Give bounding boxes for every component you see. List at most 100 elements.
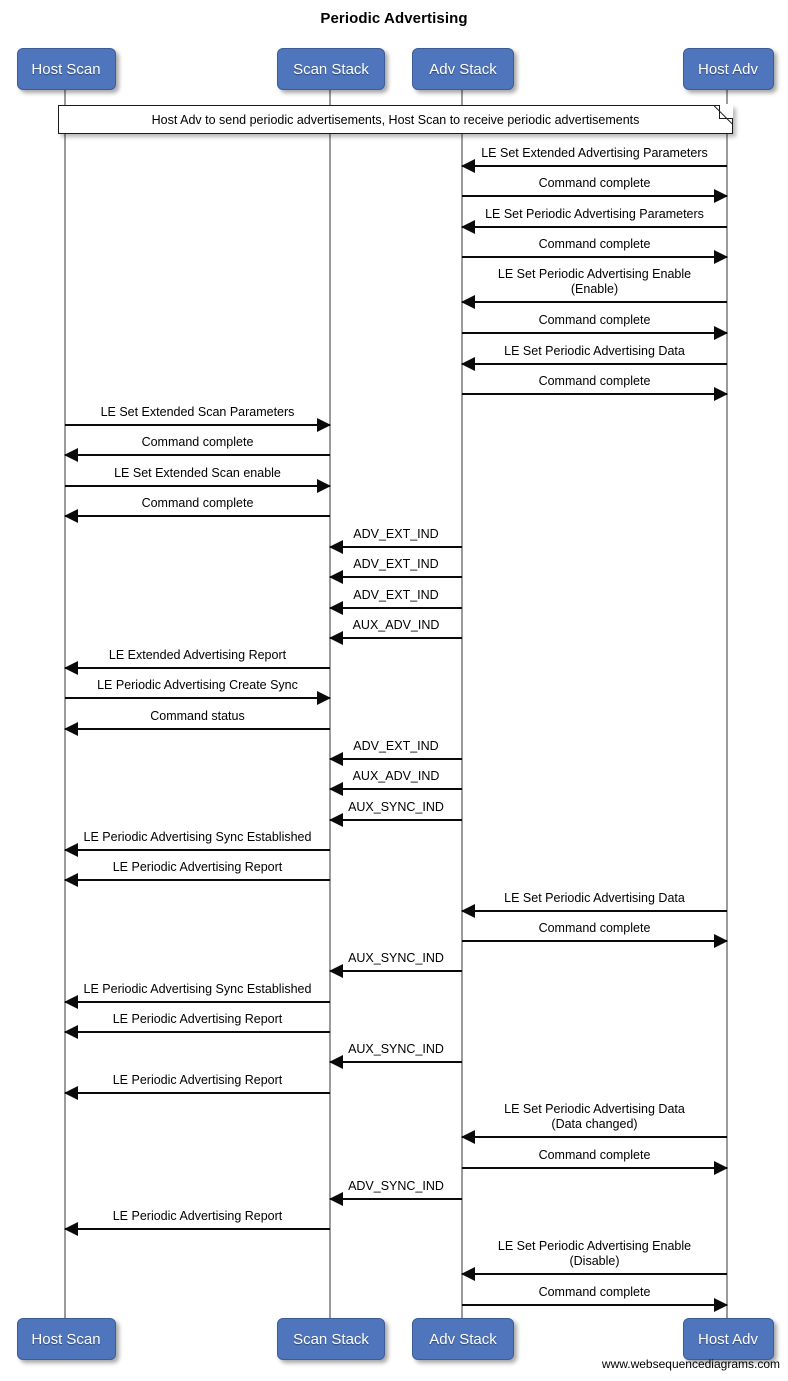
message-label: LE Periodic Advertising Sync Established bbox=[83, 830, 312, 844]
arrowhead-icon bbox=[64, 661, 78, 675]
message-line bbox=[330, 970, 462, 972]
message-line bbox=[462, 910, 727, 912]
message-label: LE Set Periodic Advertising Data (Data c… bbox=[504, 1102, 685, 1131]
message-label: Command complete bbox=[538, 237, 651, 251]
message-label: Command complete bbox=[538, 1148, 651, 1162]
message-line bbox=[65, 879, 330, 881]
arrowhead-icon bbox=[714, 1161, 728, 1175]
message-label: ADV_EXT_IND bbox=[353, 557, 439, 571]
participant-label: Adv Stack bbox=[429, 60, 497, 78]
arrowhead-icon bbox=[714, 1298, 728, 1312]
arrowhead-icon bbox=[461, 295, 475, 309]
message-label: LE Extended Advertising Report bbox=[108, 648, 287, 662]
arrowhead-icon bbox=[64, 448, 78, 462]
participant-label: Host Adv bbox=[697, 60, 759, 78]
arrowhead-icon bbox=[329, 601, 343, 615]
arrowhead-icon bbox=[329, 964, 343, 978]
message-line bbox=[330, 637, 462, 639]
message-label: ADV_EXT_IND bbox=[353, 527, 439, 541]
message-label: AUX_SYNC_IND bbox=[348, 951, 444, 965]
message-line bbox=[462, 1273, 727, 1275]
participant-label: Scan Stack bbox=[293, 60, 369, 78]
participant-label: Adv Stack bbox=[429, 1330, 497, 1348]
message-line bbox=[462, 393, 727, 395]
message-label: Command complete bbox=[538, 176, 651, 190]
participant-adv-stack-top[interactable]: Adv Stack bbox=[412, 48, 514, 90]
message-line bbox=[330, 576, 462, 578]
arrowhead-icon bbox=[64, 722, 78, 736]
message-label: Command complete bbox=[141, 435, 254, 449]
message-line bbox=[330, 546, 462, 548]
arrowhead-icon bbox=[64, 873, 78, 887]
message-label: AUX_SYNC_IND bbox=[348, 800, 444, 814]
message-line bbox=[65, 1001, 330, 1003]
message-label: LE Periodic Advertising Report bbox=[112, 860, 283, 874]
participant-host-adv-top[interactable]: Host Adv bbox=[682, 48, 774, 90]
message-label: LE Set Periodic Advertising Enable (Disa… bbox=[497, 1239, 692, 1268]
message-line bbox=[65, 697, 330, 699]
arrowhead-icon bbox=[64, 1222, 78, 1236]
arrowhead-icon bbox=[64, 843, 78, 857]
arrowhead-icon bbox=[461, 357, 475, 371]
arrowhead-icon bbox=[714, 387, 728, 401]
message-line bbox=[462, 301, 727, 303]
participant-label: Scan Stack bbox=[293, 1330, 369, 1348]
arrowhead-icon bbox=[329, 540, 343, 554]
arrowhead-icon bbox=[64, 995, 78, 1009]
message-line bbox=[65, 515, 330, 517]
message-line bbox=[462, 165, 727, 167]
message-line bbox=[330, 1061, 462, 1063]
message-label: LE Set Extended Scan enable bbox=[114, 466, 281, 480]
message-line bbox=[65, 1228, 330, 1230]
message-line bbox=[462, 1304, 727, 1306]
arrowhead-icon bbox=[317, 418, 331, 432]
participant-scan-stack-top[interactable]: Scan Stack bbox=[277, 48, 385, 90]
lifeline-host-adv bbox=[726, 88, 728, 1318]
message-label: LE Set Periodic Advertising Data bbox=[504, 891, 685, 905]
message-label: Command status bbox=[150, 709, 245, 723]
arrowhead-icon bbox=[714, 934, 728, 948]
message-label: Command complete bbox=[538, 1285, 651, 1299]
message-line bbox=[65, 667, 330, 669]
lifeline-host-scan bbox=[64, 88, 66, 1318]
message-line bbox=[462, 1167, 727, 1169]
arrowhead-icon bbox=[329, 631, 343, 645]
arrowhead-icon bbox=[64, 1086, 78, 1100]
message-line bbox=[330, 1198, 462, 1200]
arrowhead-icon bbox=[329, 752, 343, 766]
message-line bbox=[462, 195, 727, 197]
diagram-note-text: Host Adv to send periodic advertisements… bbox=[151, 112, 640, 127]
message-label: AUX_SYNC_IND bbox=[348, 1042, 444, 1056]
arrowhead-icon bbox=[64, 509, 78, 523]
participant-host-adv-bottom[interactable]: Host Adv bbox=[682, 1318, 774, 1360]
message-label: LE Set Periodic Advertising Data bbox=[504, 344, 685, 358]
message-label: ADV_EXT_IND bbox=[353, 739, 439, 753]
arrowhead-icon bbox=[461, 1267, 475, 1281]
participant-label: Host Scan bbox=[31, 1330, 101, 1348]
arrowhead-icon bbox=[329, 782, 343, 796]
message-line bbox=[65, 1092, 330, 1094]
arrowhead-icon bbox=[64, 1025, 78, 1039]
message-line bbox=[462, 1136, 727, 1138]
message-line bbox=[65, 424, 330, 426]
message-label: AUX_ADV_IND bbox=[352, 769, 440, 783]
message-label: LE Periodic Advertising Create Sync bbox=[97, 678, 298, 692]
message-line bbox=[65, 1031, 330, 1033]
participant-adv-stack-bottom[interactable]: Adv Stack bbox=[412, 1318, 514, 1360]
arrowhead-icon bbox=[461, 1130, 475, 1144]
message-line bbox=[330, 819, 462, 821]
arrowhead-icon bbox=[317, 479, 331, 493]
message-label: LE Periodic Advertising Report bbox=[112, 1209, 283, 1223]
message-label: LE Periodic Advertising Sync Established bbox=[83, 982, 312, 996]
message-line bbox=[462, 363, 727, 365]
participant-host-scan-bottom[interactable]: Host Scan bbox=[16, 1318, 116, 1360]
arrowhead-icon bbox=[461, 159, 475, 173]
message-label: Command complete bbox=[141, 496, 254, 510]
arrowhead-icon bbox=[329, 813, 343, 827]
message-line bbox=[462, 332, 727, 334]
arrowhead-icon bbox=[329, 570, 343, 584]
participant-scan-stack-bottom[interactable]: Scan Stack bbox=[277, 1318, 385, 1360]
message-label: LE Periodic Advertising Report bbox=[112, 1073, 283, 1087]
participant-host-scan-top[interactable]: Host Scan bbox=[16, 48, 116, 90]
